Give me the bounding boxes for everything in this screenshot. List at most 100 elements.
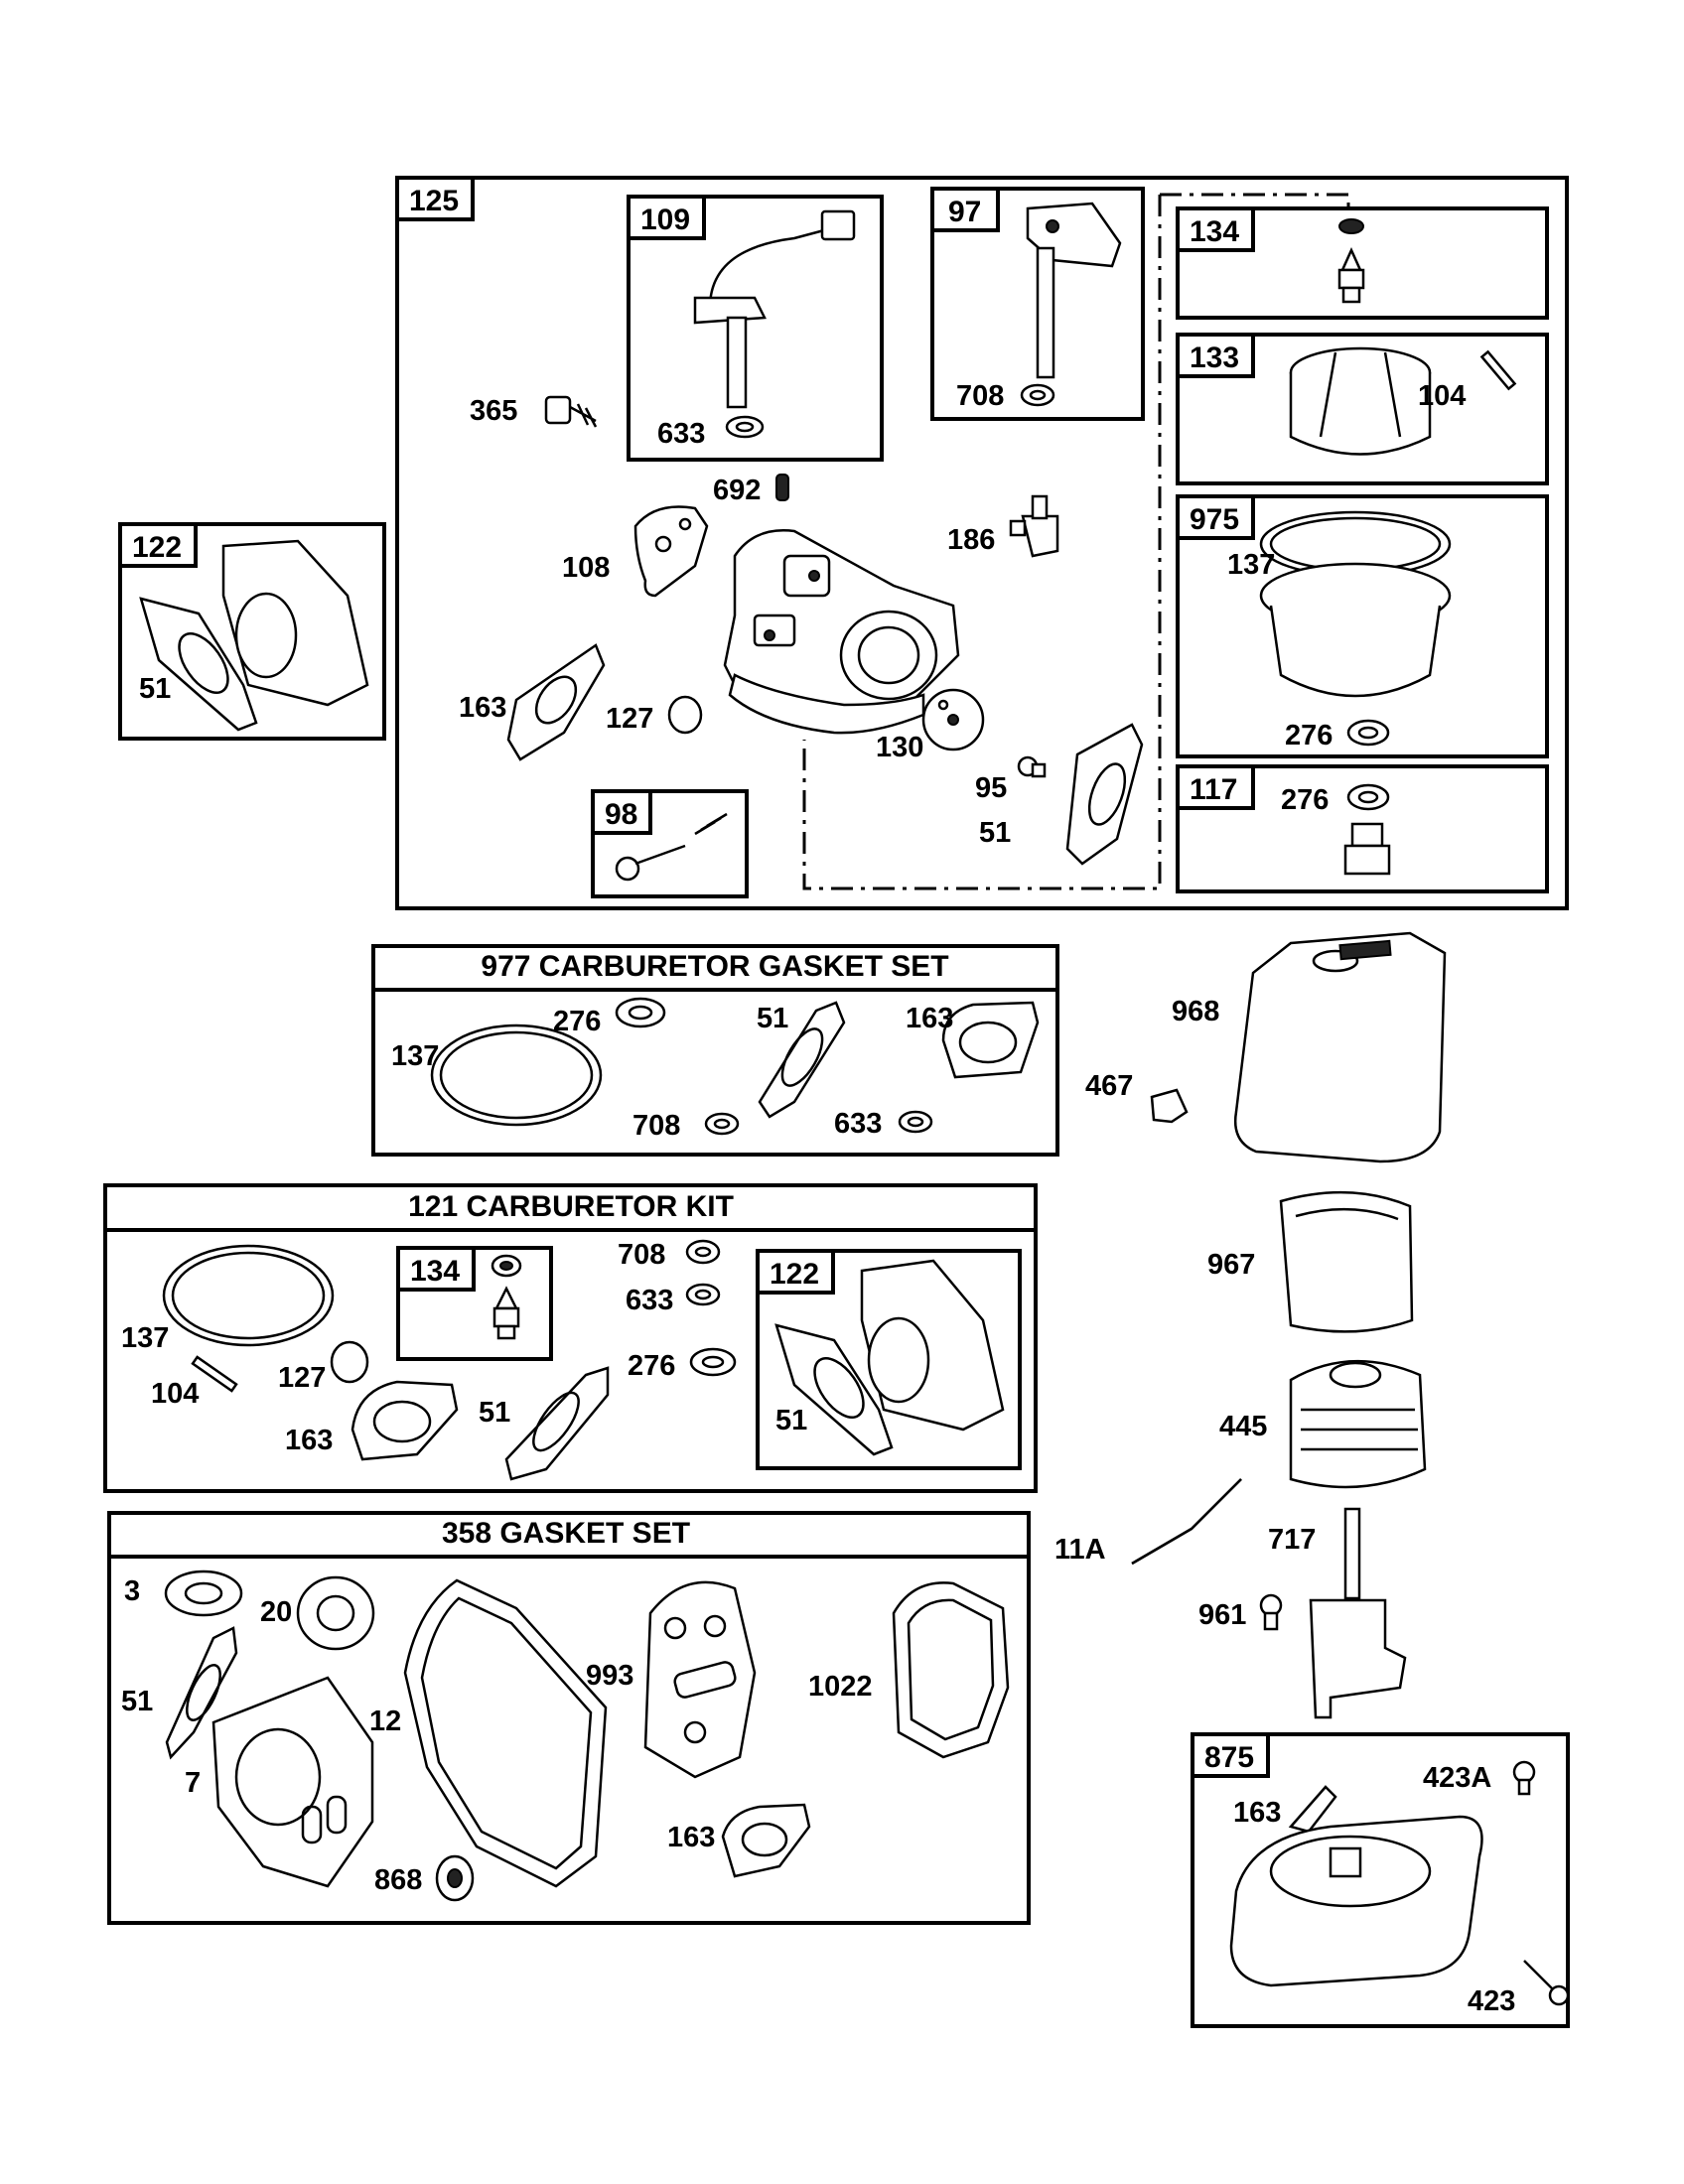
part-label-708: 708 — [618, 1239, 665, 1271]
part-label-20: 20 — [260, 1596, 292, 1628]
gasket-set-358-box: 358 GASKET SET 3 20 51 7 12 868 993 — [107, 1511, 1031, 1925]
part-label-961: 961 — [1198, 1599, 1246, 1631]
part-label-967: 967 — [1207, 1249, 1255, 1281]
part-label-423a: 423A — [1423, 1762, 1491, 1794]
gasket-163-121 — [351, 1380, 459, 1461]
part-label-467: 467 — [1085, 1070, 1133, 1102]
kit-title-121: 121 CARBURETOR KIT — [408, 1190, 734, 1223]
assembly-875-box: 875 163 423A 423 — [1191, 1732, 1570, 2028]
assembly-975-box: 975 137 276 — [1176, 494, 1549, 758]
box-tag-134: 134 — [1190, 215, 1239, 248]
pin-104 — [1479, 349, 1517, 391]
gasket-163 — [506, 643, 606, 761]
part-label-868: 868 — [374, 1864, 422, 1896]
air-filter-445 — [1289, 1360, 1427, 1489]
part-label-127: 127 — [606, 703, 653, 735]
float-bowl-975 — [1269, 605, 1442, 698]
crankcase-gasket-12 — [403, 1578, 608, 1888]
seal-3 — [164, 1570, 243, 1617]
gasket-51-977 — [758, 1001, 846, 1119]
screw-365-head — [544, 395, 572, 425]
part-label-3: 3 — [124, 1575, 140, 1607]
washer-633-977 — [898, 1110, 933, 1134]
part-label-127: 127 — [278, 1362, 326, 1394]
box-tag-133: 133 — [1190, 341, 1239, 374]
kit-title-358: 358 GASKET SET — [442, 1517, 690, 1550]
float-133 — [1289, 372, 1432, 456]
washer-633-121 — [685, 1283, 721, 1306]
seat-134 — [1338, 218, 1364, 234]
part-label-163: 163 — [285, 1425, 333, 1456]
box-tag-122: 122 — [132, 531, 182, 564]
part-label-692: 692 — [713, 475, 761, 506]
gasket-51-358 — [165, 1626, 238, 1760]
gasket-51-122k — [774, 1323, 894, 1456]
part-label-633: 633 — [626, 1285, 673, 1316]
bowl-nut-117 — [1350, 822, 1384, 848]
box-tag-98: 98 — [605, 798, 637, 831]
part-label-276: 276 — [553, 1006, 601, 1037]
kit-title-977: 977 CARBURETOR GASKET SET — [481, 950, 948, 983]
part-label-993: 993 — [586, 1660, 633, 1692]
loose-parts-125: 365 692 108 186 163 127 — [459, 395, 1144, 866]
part-label-51: 51 — [775, 1405, 807, 1436]
box-tag-122: 122 — [770, 1258, 819, 1291]
valve-cover-gasket-1022 — [892, 1581, 1010, 1759]
washer-708-121 — [685, 1239, 721, 1265]
part-label-104: 104 — [1418, 380, 1466, 412]
carburetor-body — [723, 529, 960, 735]
part-label-51: 51 — [757, 1003, 788, 1034]
o-ring-137-121 — [162, 1244, 335, 1347]
assembly-125-box: 125 — [395, 176, 1569, 910]
part-label-104: 104 — [151, 1378, 199, 1410]
gasket-51 — [1065, 723, 1144, 866]
plug-127 — [667, 695, 703, 735]
washer-276-977 — [615, 997, 666, 1028]
screw-423 — [1548, 1984, 1570, 2006]
part-label-633: 633 — [834, 1108, 882, 1140]
fitting-186 — [1021, 514, 1059, 558]
box-tag-975: 975 — [1190, 503, 1239, 536]
box-tag-875: 875 — [1204, 1741, 1254, 1774]
part-label-51: 51 — [979, 817, 1011, 849]
knob-467 — [1150, 1088, 1189, 1124]
part-label-1022: 1022 — [808, 1671, 873, 1703]
assembly-109-box: 109 633 — [627, 195, 884, 462]
part-label-137: 137 — [1227, 549, 1275, 581]
assembly-122-box: 122 51 — [118, 522, 386, 741]
part-label-717: 717 — [1268, 1524, 1316, 1556]
gasket-set-977-box: 977 CARBURETOR GASKET SET 137 276 51 163… — [371, 944, 1059, 1157]
box-tag-134: 134 — [410, 1255, 460, 1288]
washer-708-977 — [704, 1112, 740, 1136]
o-ring-137-977 — [430, 1024, 603, 1127]
solenoid-pin — [726, 316, 748, 409]
gasket-163-875 — [1288, 1785, 1337, 1834]
part-label-51: 51 — [479, 1397, 510, 1429]
plug-127-121 — [330, 1340, 369, 1384]
part-label-365: 365 — [470, 395, 517, 427]
part-label-276: 276 — [1285, 720, 1333, 751]
head-gasket-7 — [211, 1676, 374, 1888]
washer-276-121 — [689, 1347, 737, 1377]
stud-717 — [1343, 1507, 1361, 1600]
part-label-276: 276 — [628, 1350, 675, 1382]
part-label-186: 186 — [947, 524, 995, 556]
assembly-97-box: 97 708 — [930, 187, 1145, 421]
part-label-51: 51 — [121, 1686, 153, 1717]
gasket-51-122 — [139, 597, 258, 732]
breather-gasket-993 — [643, 1580, 757, 1779]
part-label-137: 137 — [121, 1322, 169, 1354]
needle-134 — [1340, 246, 1362, 272]
dashed-group-outline — [802, 193, 1350, 890]
bracket-717 — [1309, 1598, 1407, 1719]
plate-108 — [633, 505, 709, 598]
part-label-163: 163 — [459, 692, 506, 724]
box-tag-109: 109 — [640, 204, 690, 236]
part-label-276: 276 — [1281, 784, 1329, 816]
gasket-51-121 — [504, 1366, 610, 1481]
box-tag-117: 117 — [1190, 773, 1237, 806]
part-label-968: 968 — [1172, 996, 1219, 1027]
oil-seal-20 — [296, 1575, 375, 1651]
base-boss — [1329, 1846, 1362, 1878]
needle-134-121 — [493, 1286, 519, 1310]
